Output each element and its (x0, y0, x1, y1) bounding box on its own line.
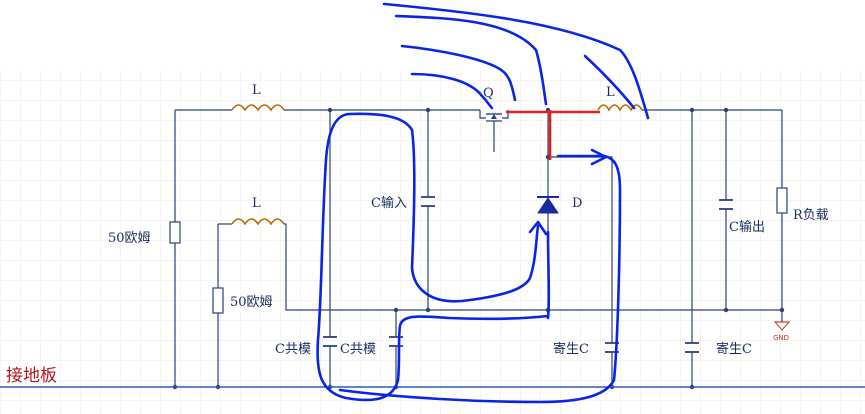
cap-input (421, 196, 435, 207)
resistor-mid (212, 287, 224, 314)
current-path-highlight (506, 110, 600, 160)
inductor-mid (231, 218, 285, 226)
resistor-load (776, 187, 788, 214)
cap-output (719, 199, 733, 210)
cap-common-mode-1 (323, 336, 337, 347)
cap-parasitic-2 (685, 342, 699, 353)
ground-plane-label: 接地板 (6, 366, 57, 386)
grid-background (0, 70, 865, 414)
cap-parasitic-1-label: 寄生C (553, 341, 589, 357)
resistor-left-label: 50欧姆 (108, 231, 151, 246)
diode-label: D (572, 196, 582, 211)
mosfet-label: Q (483, 86, 494, 101)
cap-common-mode-1-label: C共模 (275, 342, 311, 357)
inductor-mid-label: L (252, 196, 261, 211)
inductor-top-right (597, 104, 643, 112)
diode-d (537, 196, 559, 214)
resistor-load-label: R负载 (793, 208, 829, 223)
mosfet-q (479, 110, 509, 128)
cap-output-label: C输出 (729, 219, 765, 235)
resistor-mid-label: 50欧姆 (230, 295, 273, 310)
cap-parasitic-2-label: 寄生C (716, 341, 752, 357)
hand-annotations (316, 2, 650, 404)
cap-input-label: C输入 (371, 195, 407, 211)
inductor-top-right-label: L (606, 85, 615, 100)
gnd-symbol (773, 321, 791, 331)
inductor-top-left-label: L (252, 83, 261, 98)
cap-common-mode-2-label: C共模 (340, 342, 376, 357)
inductor-top-left (231, 104, 285, 112)
cap-common-mode-2 (389, 336, 403, 347)
resistor-left (169, 221, 181, 244)
gnd-label: GND (773, 334, 789, 342)
